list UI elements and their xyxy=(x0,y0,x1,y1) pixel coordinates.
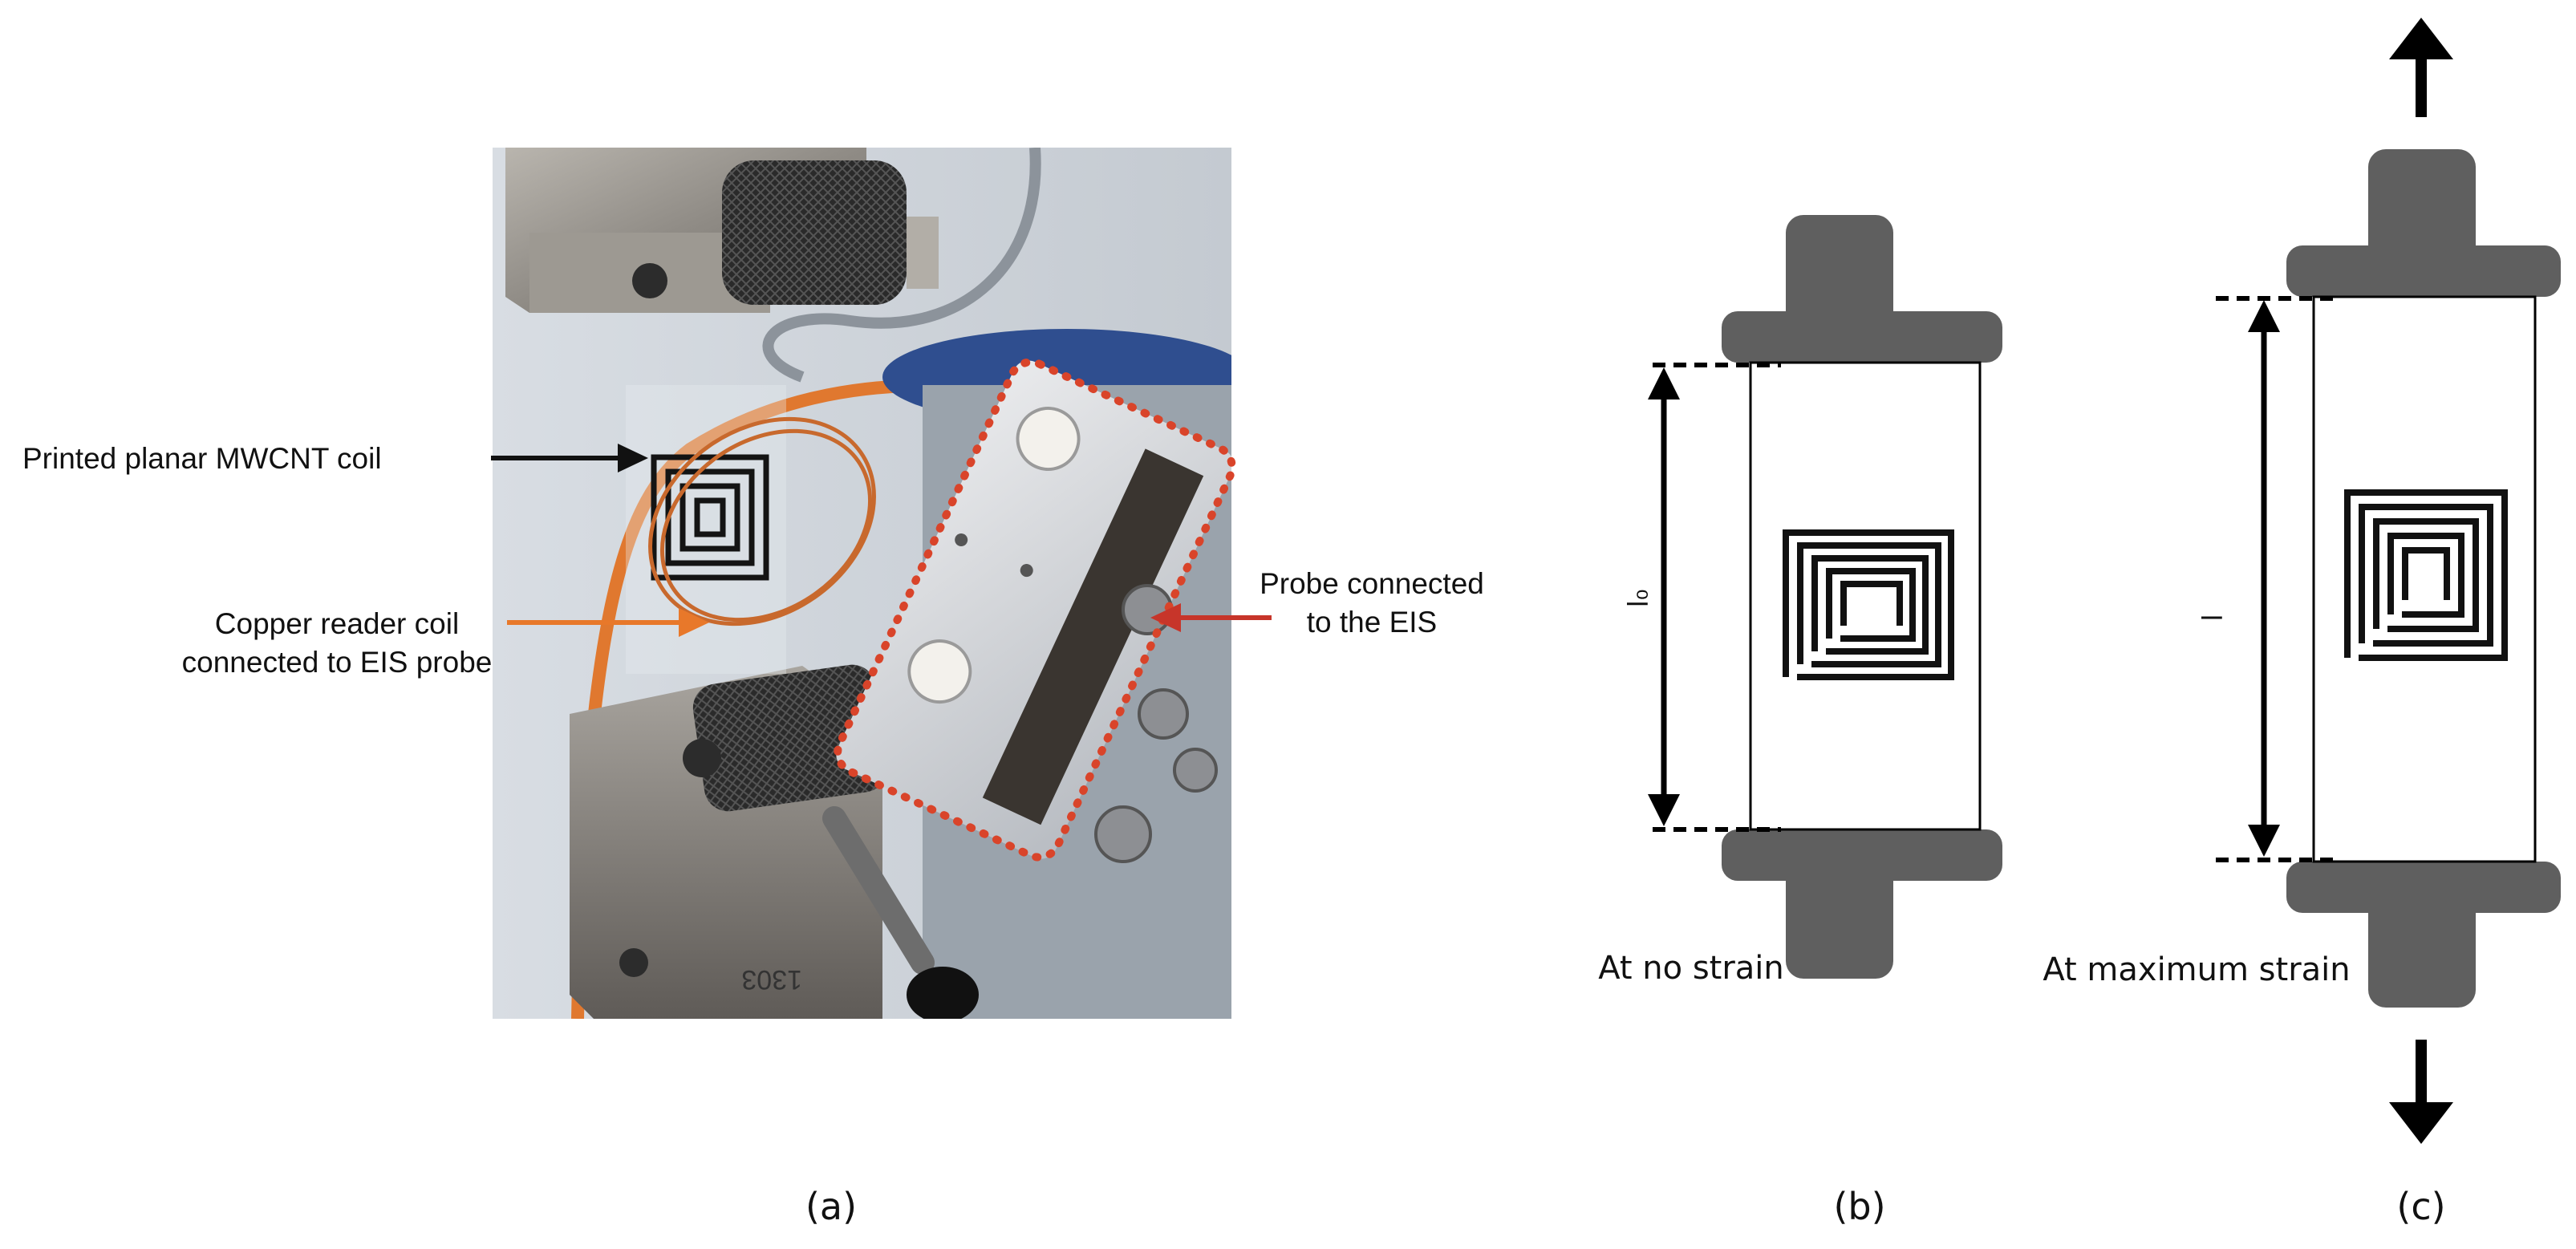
panel-b-coil xyxy=(1783,529,1954,680)
caption-c: (c) xyxy=(2396,1185,2445,1228)
label-reader-coil-line2: connected to EIS probe xyxy=(182,646,493,679)
panel-c-specimen xyxy=(2216,18,2561,1144)
label-probe-line2: to the EIS xyxy=(1307,606,1438,639)
probe-annotation-arrow xyxy=(1150,603,1272,632)
dimension-label-c: l xyxy=(2197,614,2229,621)
dimension-label-b: l₀ xyxy=(1623,589,1655,607)
photo-copper-reader-coil xyxy=(648,416,876,627)
state-label-max-strain: At maximum strain xyxy=(2043,951,2350,988)
caption-b: (b) xyxy=(1833,1185,1885,1228)
caption-a: (a) xyxy=(805,1185,857,1228)
coil-annotation-arrow xyxy=(491,444,648,472)
label-reader-coil-line1: Copper reader coil xyxy=(215,607,459,640)
label-printed-coil: Printed planar MWCNT coil xyxy=(22,442,382,475)
reader-annotation-arrow xyxy=(507,608,709,637)
panel-b-specimen xyxy=(1648,215,2002,979)
photo-bnc-connectors xyxy=(1094,584,1218,863)
plate-number: 1303 xyxy=(741,964,802,995)
state-label-no-strain: At no strain xyxy=(1598,950,1784,987)
panel-c-coil xyxy=(2344,489,2508,661)
photo-eis-probe xyxy=(836,360,1231,859)
label-probe-line1: Probe connected xyxy=(1260,567,1484,600)
photo-test-rig: 1303 xyxy=(493,148,1231,1019)
probe-highlight-outline xyxy=(834,358,1236,862)
